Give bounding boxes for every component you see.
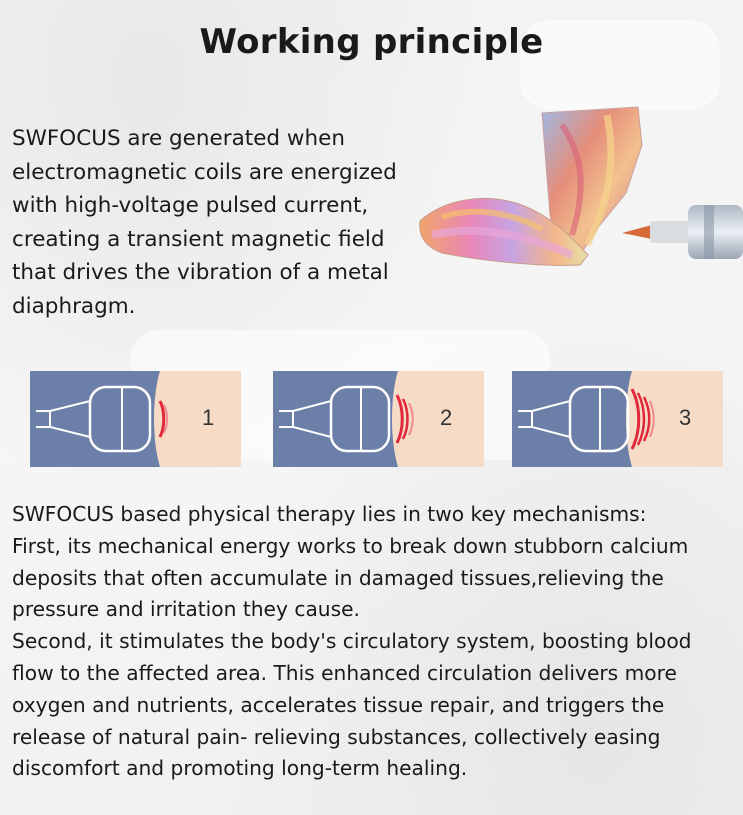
applicator-skin-diagram: [273, 371, 484, 467]
shockwave-applicator: [622, 205, 743, 259]
mechanisms-line: oxygen and nutrients, accelerates tissue…: [12, 692, 665, 717]
mechanisms-line: discomfort and promoting long-term heali…: [12, 756, 468, 781]
shockwave-stage-panel-1: 1: [30, 371, 241, 467]
mechanisms-line: release of natural pain- relieving subst…: [12, 724, 661, 749]
mechanisms-line: First, its mechanical energy works to br…: [12, 533, 689, 558]
shockwave-arc: [158, 400, 168, 438]
mechanisms-line: SWFOCUS based physical therapy lies in t…: [12, 502, 647, 526]
shockwave-stage-panel-2: 2: [273, 371, 484, 467]
shockwave-arc: [395, 394, 414, 444]
page-title: Working principle: [199, 22, 544, 62]
mechanisms-line: Second, it stimulates the body's circula…: [12, 629, 692, 654]
intro-line: with high-voltage pulsed current,: [12, 193, 369, 218]
mechanisms-paragraph: SWFOCUS based physical therapy lies in t…: [12, 499, 737, 785]
intro-line: electromagnetic coils are energized: [12, 159, 397, 185]
applicator-skin-diagram: [512, 371, 723, 467]
intro-line: SWFOCUS are generated when: [12, 126, 345, 151]
background-device-shape: [520, 20, 720, 110]
applicator-skin-diagram: [30, 371, 241, 467]
stage-number: 3: [679, 405, 692, 430]
arm-muscle-illustration: [419, 106, 743, 266]
mechanisms-line: pressure and irritation they cause.: [12, 597, 360, 622]
shockwave-arc: [630, 388, 655, 450]
intro-line: diaphragm.: [12, 293, 136, 319]
mechanisms-line: flow to the affected area. This enhanced…: [12, 660, 677, 685]
stage-number: 1: [202, 405, 215, 430]
intro-paragraph: SWFOCUS are generated when electromagnet…: [12, 122, 422, 323]
mechanisms-line: deposits that often accumulate in damage…: [12, 565, 664, 590]
intro-line: creating a transient magnetic field: [12, 226, 385, 252]
intro-line: that drives the vibration of a metal: [12, 260, 389, 285]
shockwave-stage-panel-3: 3: [512, 371, 723, 467]
stage-number: 2: [440, 405, 453, 430]
